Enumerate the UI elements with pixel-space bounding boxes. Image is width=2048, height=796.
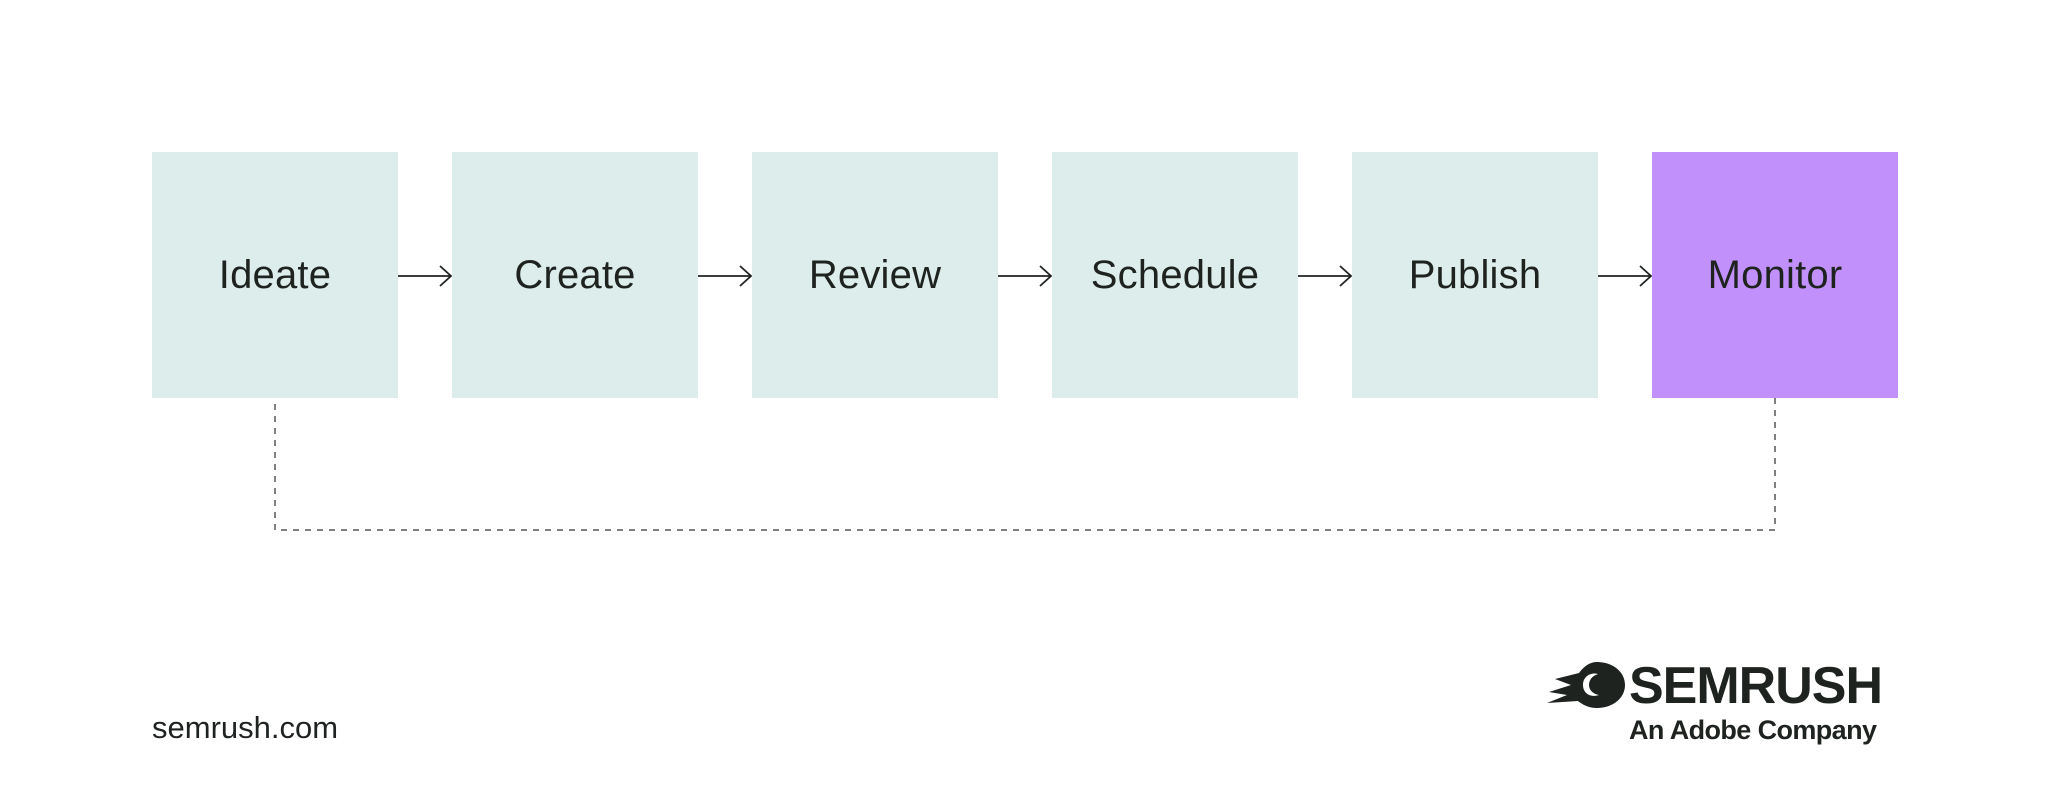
arrow-create-to-review [698,265,753,287]
step-label: Schedule [1090,252,1260,297]
arrow-publish-to-monitor [1598,265,1653,287]
brand-wordmark: SEMRUSH [1629,657,1883,715]
step-box-schedule: Schedule [1052,152,1298,398]
step-label: Ideate [218,252,332,297]
loop-back-dashed-line [274,398,1776,531]
brand-tagline: An Adobe Company [1629,715,1877,745]
arrow-review-to-schedule [998,265,1053,287]
step-box-ideate: Ideate [152,152,398,398]
footer-url: semrush.com [152,710,339,745]
step-label: Publish [1408,252,1542,297]
step-box-review: Review [752,152,998,398]
step-box-monitor: Monitor [1652,152,1898,398]
step-box-create: Create [452,152,698,398]
step-label: Monitor [1707,252,1843,297]
step-label: Create [514,252,636,297]
step-label: Review [808,252,942,297]
semrush-fireball-icon [1547,662,1625,708]
arrow-schedule-to-publish [1298,265,1353,287]
brand-logo: SEMRUSH An Adobe Company [1545,658,1900,748]
arrow-ideate-to-create [398,265,453,287]
step-box-publish: Publish [1352,152,1598,398]
